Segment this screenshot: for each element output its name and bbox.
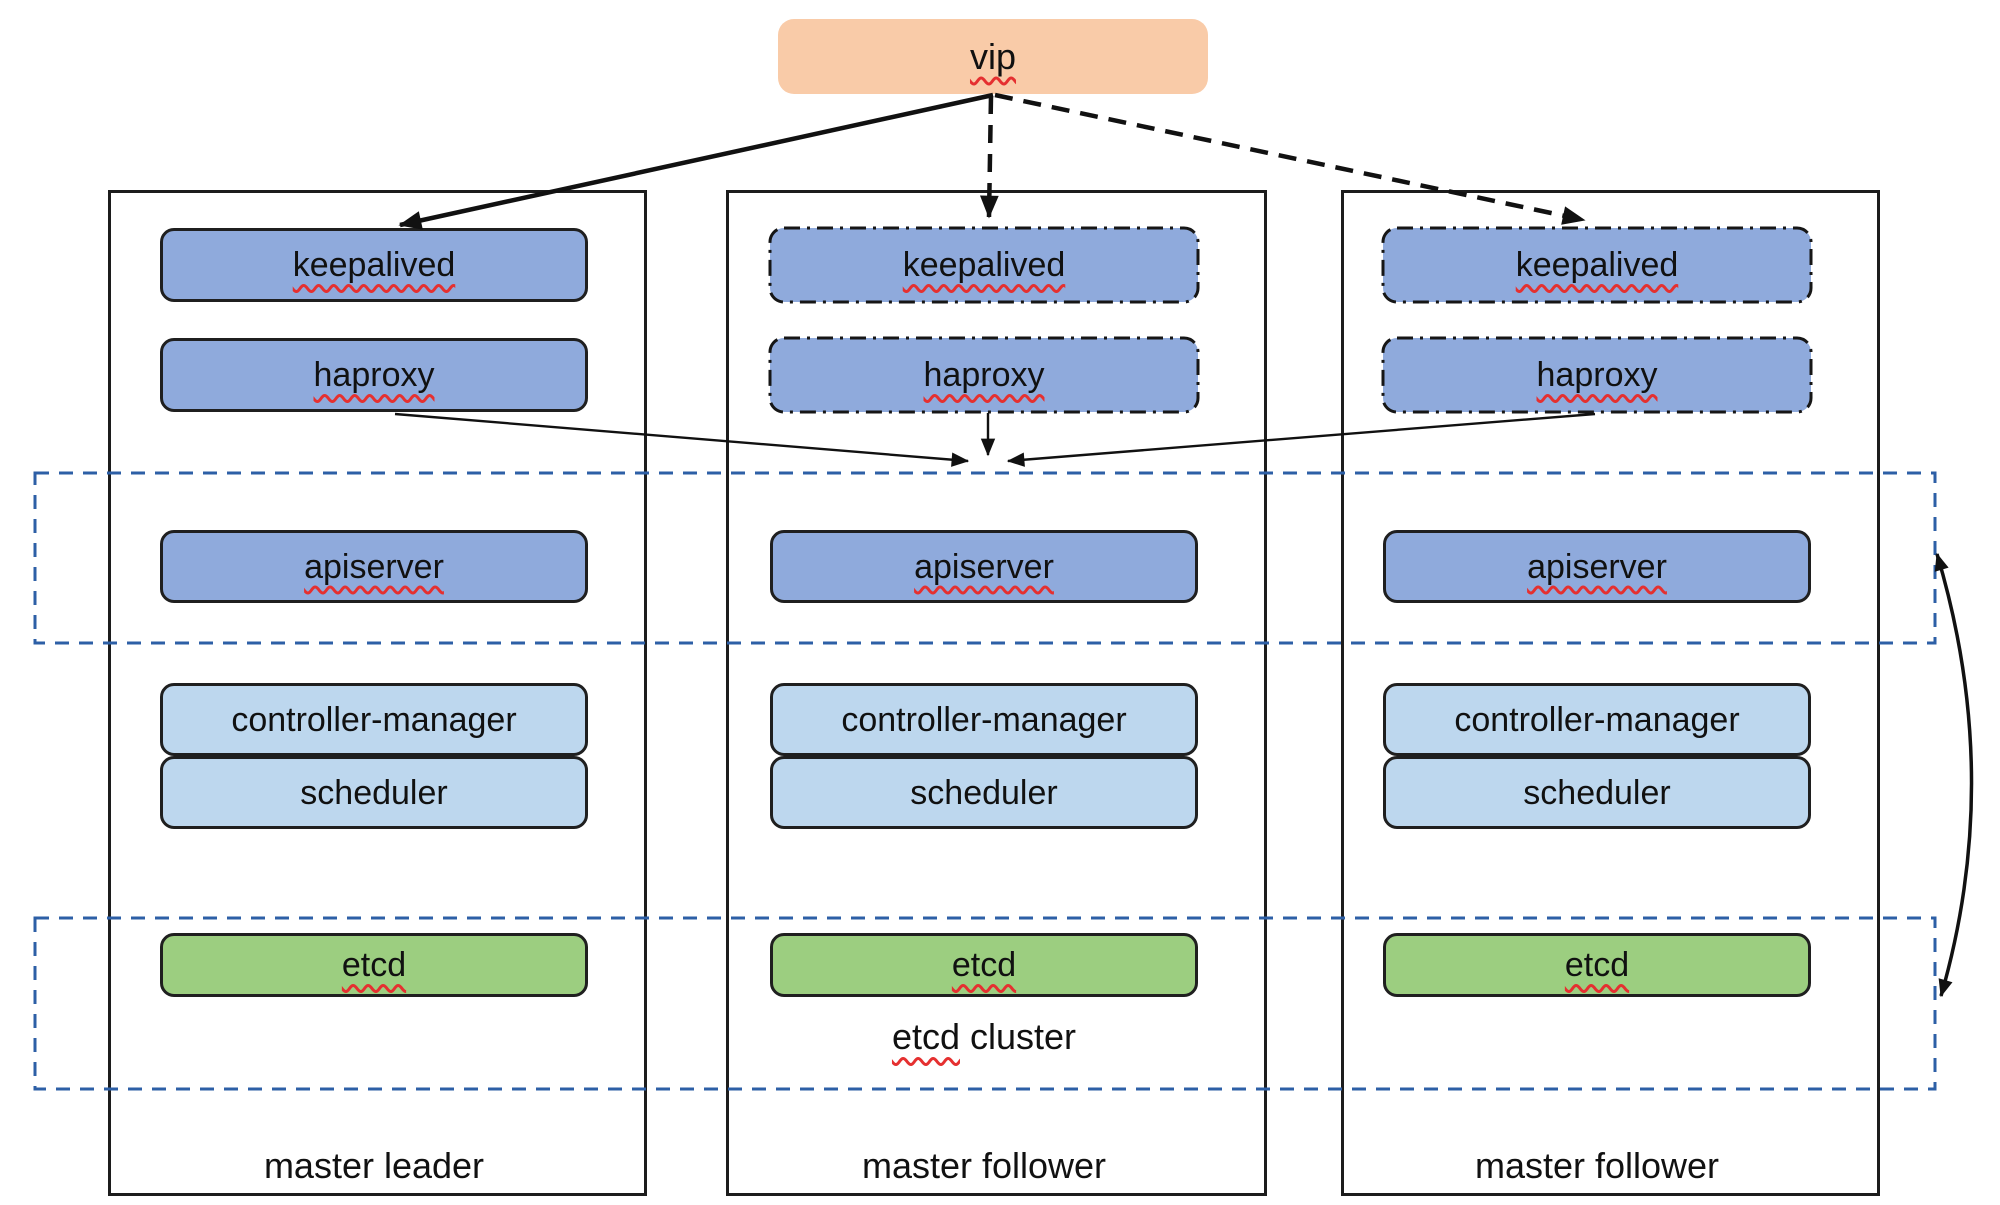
etcd-label: etcd — [1564, 946, 1630, 984]
keepalived-label: keepalived — [292, 246, 456, 284]
scheduler-node-follower-1: scheduler — [770, 756, 1198, 829]
master-leader-container — [108, 190, 647, 1196]
apiserver-node-follower-2: apiserver — [1383, 530, 1811, 603]
keepalived-node-leader: keepalived — [160, 228, 588, 302]
keepalived-node-follower-2: keepalived — [1383, 228, 1811, 302]
apiserver-label: apiserver — [914, 547, 1054, 586]
etcd-label: etcd — [341, 946, 407, 984]
scheduler-node-leader: scheduler — [160, 756, 588, 829]
apiserver-label: apiserver — [304, 547, 444, 586]
apiserver-etcd-sync-arrow — [1934, 552, 1974, 998]
controller-manager-node-follower-1: controller-manager — [770, 683, 1198, 756]
etcd-node-leader: etcd — [160, 933, 588, 997]
master-follower-2-container — [1341, 190, 1880, 1196]
scheduler-node-follower-2: scheduler — [1383, 756, 1811, 829]
keepalived-label: keepalived — [902, 246, 1066, 284]
controller-manager-node-follower-2: controller-manager — [1383, 683, 1811, 756]
haproxy-node-follower-2: haproxy — [1383, 338, 1811, 412]
scheduler-label: scheduler — [1523, 773, 1671, 812]
haproxy-node-follower-1: haproxy — [770, 338, 1198, 412]
keepalived-label: keepalived — [1515, 246, 1679, 284]
apiserver-label: apiserver — [1527, 547, 1667, 586]
haproxy-label: haproxy — [923, 356, 1045, 394]
master-follower-1-label: master follower — [861, 1145, 1107, 1186]
etcd-node-follower-2: etcd — [1383, 933, 1811, 997]
etcd-cluster-label: etcd cluster — [891, 1016, 1077, 1057]
controller-manager-node-leader: controller-manager — [160, 683, 588, 756]
controller-manager-label: controller-manager — [841, 700, 1127, 739]
apiserver-node-follower-1: apiserver — [770, 530, 1198, 603]
vip-node: vip — [778, 19, 1208, 94]
etcd-node-follower-1: etcd — [770, 933, 1198, 997]
controller-manager-label: controller-manager — [231, 700, 517, 739]
scheduler-label: scheduler — [910, 773, 1058, 812]
master-leader-label: master leader — [263, 1145, 485, 1186]
apiserver-node-leader: apiserver — [160, 530, 588, 603]
vip-label: vip — [969, 35, 1017, 77]
scheduler-label: scheduler — [300, 773, 448, 812]
haproxy-label: haproxy — [313, 356, 435, 394]
master-follower-2-label: master follower — [1474, 1145, 1720, 1186]
haproxy-node-leader: haproxy — [160, 338, 588, 412]
haproxy-label: haproxy — [1536, 356, 1658, 394]
controller-manager-label: controller-manager — [1454, 700, 1740, 739]
keepalived-node-follower-1: keepalived — [770, 228, 1198, 302]
etcd-label: etcd — [951, 946, 1017, 984]
